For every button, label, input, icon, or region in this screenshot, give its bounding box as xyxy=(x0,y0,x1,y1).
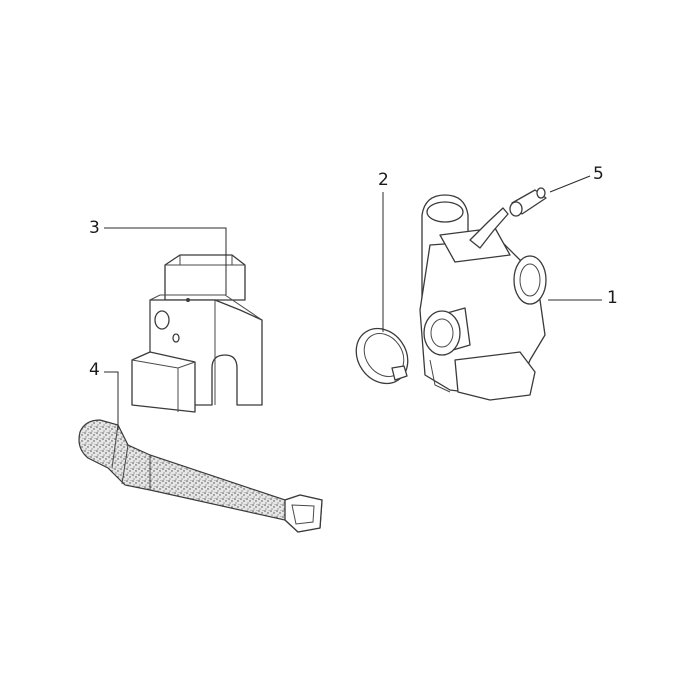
callout-4: 4 xyxy=(89,360,100,380)
callout-2: 2 xyxy=(378,170,389,190)
part-1-carburetor xyxy=(419,194,547,401)
callout-1: 1 xyxy=(607,288,618,308)
part-4-intake-hose xyxy=(78,419,323,533)
callout-3: 3 xyxy=(89,218,100,238)
callout-5: 5 xyxy=(593,164,604,184)
leader-line-5 xyxy=(549,175,591,193)
leader-lines xyxy=(104,175,602,430)
leader-line-4 xyxy=(104,371,119,430)
part-5-nozzle xyxy=(509,187,547,217)
part-3-cover xyxy=(131,254,263,413)
part-2-hose-clamp xyxy=(355,327,409,385)
leader-line-3 xyxy=(104,227,227,295)
